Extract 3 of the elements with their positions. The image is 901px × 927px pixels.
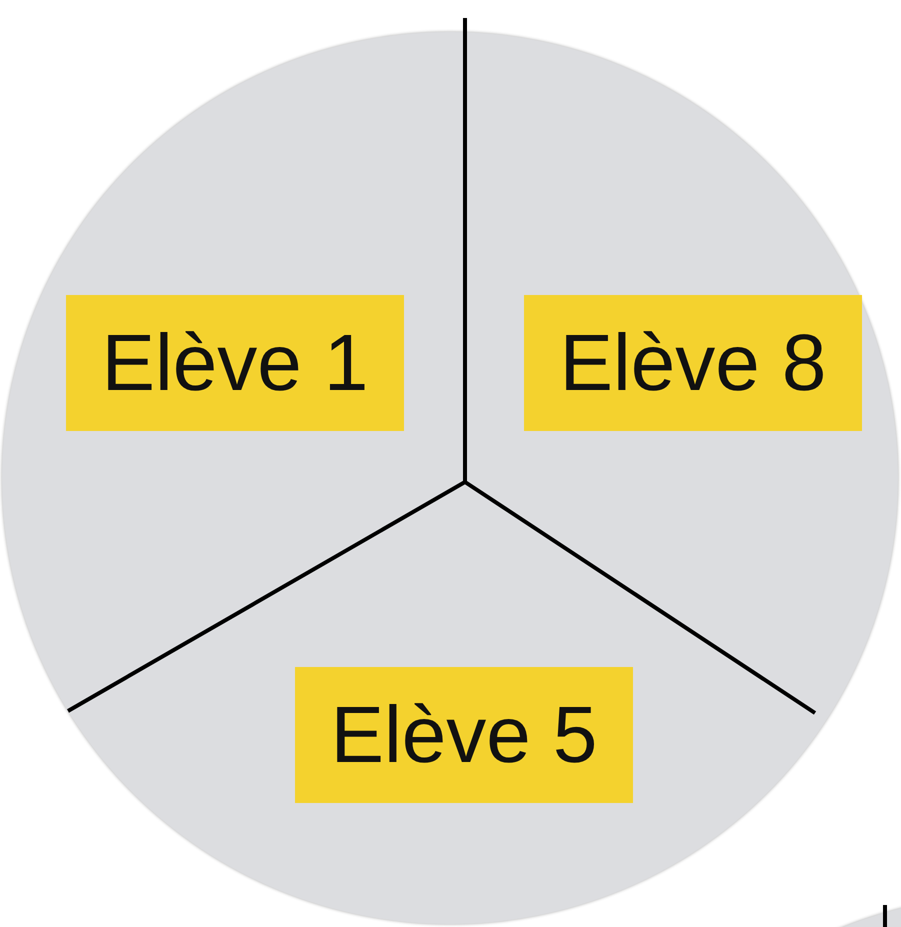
name-label: Elève 5 [295,667,633,803]
name-label: Elève 8 [524,295,862,431]
name-label: Elève 1 [66,295,404,431]
